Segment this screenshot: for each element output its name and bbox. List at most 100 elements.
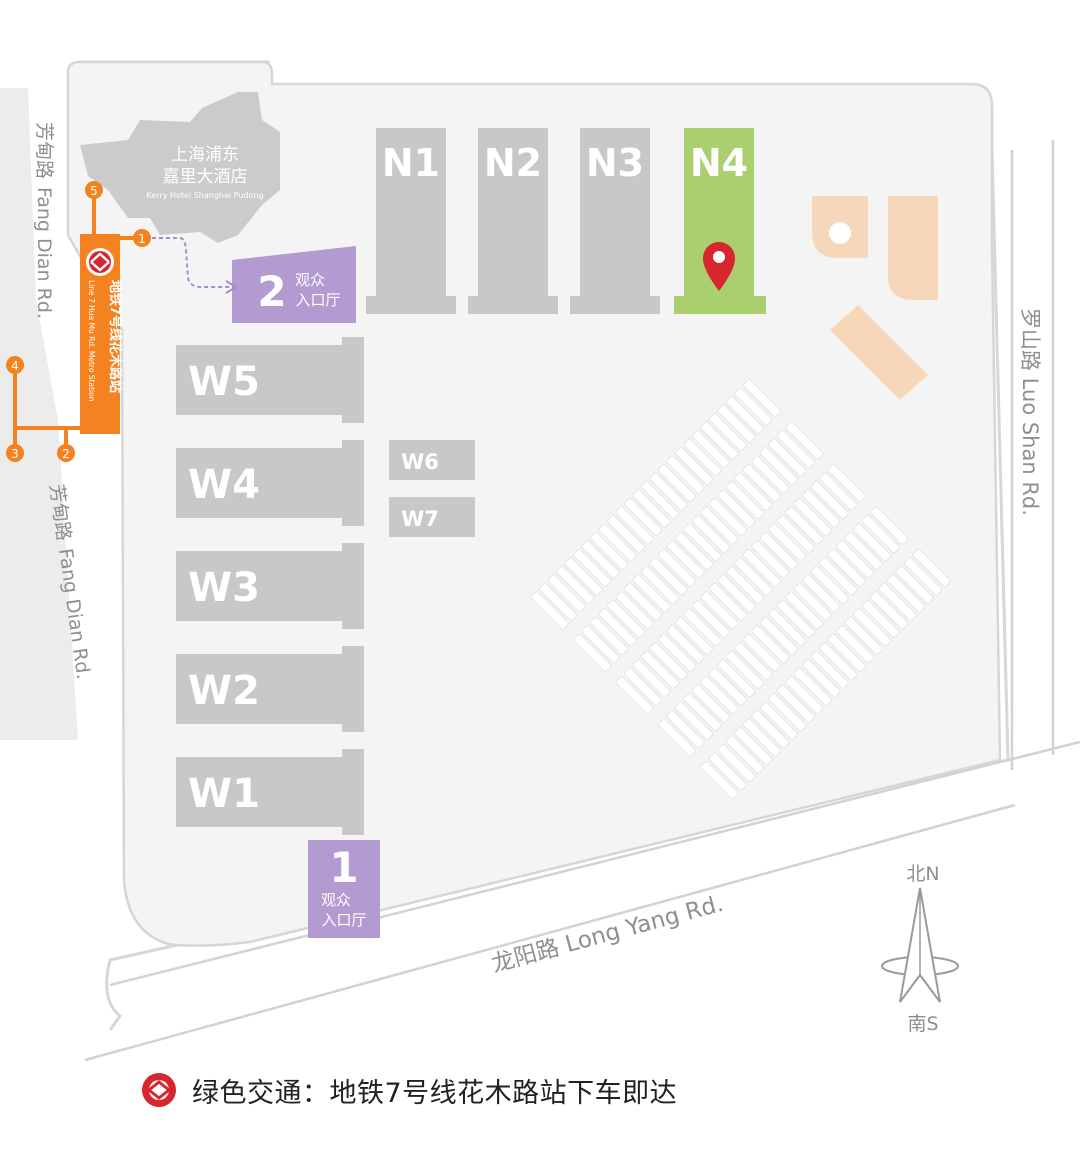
parking-stall: [742, 718, 781, 757]
hall-N1[interactable]: N1: [366, 128, 456, 314]
building-peach-3: [830, 305, 928, 400]
parking-stall: [785, 591, 824, 630]
hall-W4[interactable]: W4: [176, 440, 364, 526]
parking-stall: [827, 463, 866, 503]
parking-stall: [751, 540, 790, 579]
parking-stall: [623, 667, 663, 706]
parking-stall: [674, 446, 714, 486]
parking-stall: [751, 455, 790, 494]
parking-stall: [895, 565, 934, 605]
entrance-1-number: 1: [329, 843, 358, 892]
parking-stall: [819, 557, 858, 596]
parking-stall: [742, 633, 781, 672]
parking-stall: [742, 548, 781, 588]
parking-stall: [802, 489, 841, 528]
metro-station-name-cn: 地铁7号线花木路站: [107, 280, 123, 393]
parking-stall: [768, 438, 807, 477]
parking-stall: [632, 659, 671, 698]
hall-label-W7: W7: [401, 507, 439, 531]
hall-label-N4: N4: [690, 141, 748, 185]
parking-stall: [623, 582, 663, 621]
parking-stall: [691, 430, 731, 469]
long-yang-road-line-bottom: [84, 803, 1016, 1062]
hall-N4[interactable]: N4: [674, 128, 766, 314]
hall-N3[interactable]: N3: [570, 128, 660, 314]
metro-exit-2[interactable]: 2: [57, 444, 75, 462]
parking-stall: [734, 727, 773, 766]
hotel-name-en: Kerry Hotel Shanghai Pudong: [146, 191, 263, 200]
parking-lot: [530, 379, 951, 800]
parking-stall: [759, 531, 798, 571]
road-label-fang-dian-top: 芳甸路Fang Dian Rd.: [33, 122, 55, 319]
metro-exit-4[interactable]: 4: [6, 356, 24, 374]
parking-stall: [700, 591, 739, 630]
hall-W2[interactable]: W2: [176, 646, 364, 732]
parking-stall: [691, 514, 731, 554]
parking-stall: [649, 642, 688, 681]
parking-stall: [606, 599, 646, 638]
parking-stall: [683, 438, 722, 477]
parking-stall: [768, 608, 807, 647]
hall-label-W2: W2: [188, 668, 260, 714]
svg-text:3: 3: [11, 447, 19, 461]
parking-stall: [725, 565, 765, 605]
hall-label-W1: W1: [188, 771, 260, 817]
parking-stall: [776, 599, 815, 638]
parking-stall: [700, 421, 739, 460]
location-pin-icon: [703, 242, 735, 291]
parking-stall: [717, 404, 756, 443]
parking-stall: [870, 591, 909, 630]
parking-stall: [742, 463, 781, 503]
parking-stall: [725, 650, 765, 689]
parking-stall: [598, 523, 637, 562]
parking-stall: [700, 506, 739, 545]
parking-stall: [785, 676, 824, 715]
parking-stall: [912, 548, 951, 588]
parking-stall: [776, 684, 815, 723]
parking-stall: [632, 574, 671, 613]
location-pin-dot: [713, 251, 725, 263]
hall-W7[interactable]: W7: [389, 497, 475, 537]
hall-label-W6: W6: [401, 450, 439, 474]
parking-stall: [751, 625, 790, 664]
hall-W5[interactable]: W5: [176, 337, 364, 423]
parking-stall: [708, 667, 748, 706]
parking-stall: [776, 430, 815, 469]
parking-stall: [759, 616, 798, 655]
metro-exit-5[interactable]: 5: [85, 181, 103, 199]
parking-stall: [802, 659, 841, 698]
entrance-1[interactable]: 1 观众 入口厅: [308, 840, 380, 938]
metro-exit-1[interactable]: 1: [133, 229, 151, 247]
hall-W6[interactable]: W6: [389, 440, 475, 480]
parking-stall: [810, 480, 849, 520]
parking-stall: [564, 557, 603, 596]
walking-route: [152, 237, 234, 289]
parking-stall: [615, 676, 654, 715]
parking-stall: [861, 599, 900, 638]
parking-stall: [530, 591, 569, 630]
entrance-2-line1: 观众: [295, 271, 325, 289]
road-label-long-yang: 龙阳路 Long Yang Rd.: [489, 891, 726, 978]
compass-icon: [881, 887, 959, 1003]
parking-stall: [581, 625, 620, 664]
entrance-2[interactable]: 2 观众 入口厅: [232, 246, 356, 323]
parking-stall: [632, 489, 671, 528]
fang-dian-road-area: [0, 88, 78, 740]
parking-stall: [870, 506, 909, 545]
parking-stall: [734, 387, 773, 426]
parking-stall: [640, 480, 680, 520]
parking-stall: [683, 693, 722, 732]
metro-exit-3[interactable]: 3: [6, 444, 24, 462]
parking-stall: [742, 379, 781, 418]
parking-stall: [776, 514, 815, 554]
parking-stall: [573, 548, 612, 588]
parking-stall: [768, 523, 807, 562]
hall-W3[interactable]: W3: [176, 543, 364, 629]
hotel-name-line2: 嘉里大酒店: [163, 167, 248, 187]
hall-W1[interactable]: W1: [176, 749, 364, 835]
hall-N2[interactable]: N2: [468, 128, 558, 314]
entrance-2-number: 2: [257, 267, 286, 316]
parking-stall: [657, 463, 697, 503]
parking-stall: [785, 506, 824, 545]
